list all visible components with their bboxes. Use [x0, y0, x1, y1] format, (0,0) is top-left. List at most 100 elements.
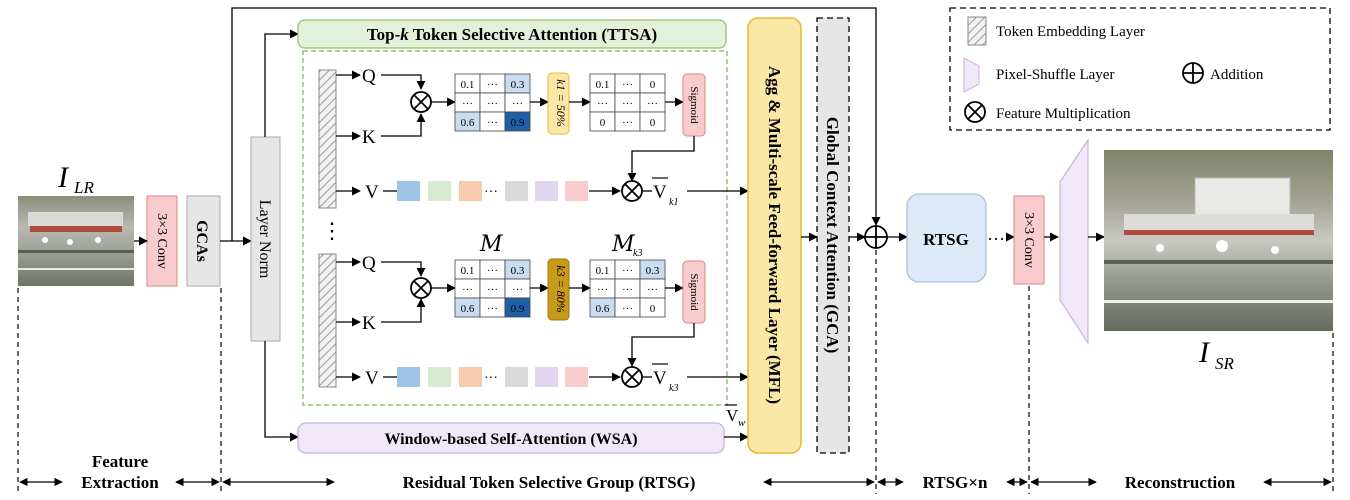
- matrix-cell-value: 0: [650, 303, 656, 315]
- matrix-cell-value: 0.9: [511, 117, 525, 129]
- matrix-cell-value: 0.6: [461, 117, 475, 129]
- matrix-cell-value: 0.6: [596, 303, 610, 315]
- matrix-cell: [504, 111, 531, 132]
- matrix-cell-value: 0: [650, 79, 656, 91]
- token-square: [565, 367, 588, 387]
- sigmoid-block-2: Sigmoid: [682, 260, 706, 324]
- svg-text:Layer Norm: Layer Norm: [256, 200, 273, 279]
- svg-text:M: M: [479, 232, 503, 257]
- svg-text:w: w: [738, 417, 746, 429]
- threshold-k1: k1 = 50%: [547, 72, 570, 135]
- gca-block: Global Context Attention (GCA): [816, 17, 850, 454]
- matrix-cell-value: 0: [600, 117, 606, 129]
- matrix-cell-value: ···: [622, 79, 633, 91]
- svg-text:⋮: ⋮: [321, 218, 343, 243]
- svg-text:Q: Q: [362, 66, 376, 87]
- svg-text:Reconstruction: Reconstruction: [1125, 473, 1236, 492]
- token-square: [535, 181, 558, 201]
- svg-text:K: K: [362, 127, 376, 148]
- svg-text:I: I: [57, 161, 70, 194]
- svg-text:V: V: [365, 182, 379, 203]
- svg-text:3×3 Conv: 3×3 Conv: [1021, 212, 1036, 268]
- sr-image: [1104, 150, 1333, 331]
- matrix-cell-value: 0.1: [596, 79, 610, 91]
- attention-matrix-full-2: 0.1···0.3·········0.6···0.9: [454, 259, 531, 318]
- matrix-cell-value: ···: [597, 98, 608, 110]
- svg-text:Extraction: Extraction: [81, 473, 159, 492]
- ttsa-branch-2: Q K V M 0.1···0.3·········0.6···0.9 k3 =…: [318, 232, 749, 394]
- ttsa-region: [302, 50, 728, 406]
- svg-text:k3: k3: [669, 383, 678, 394]
- token-square: [459, 181, 482, 201]
- conv-block-out: 3×3 Conv: [1013, 195, 1045, 285]
- matrix-cell-value: ···: [512, 284, 523, 296]
- token-square: [459, 367, 482, 387]
- svg-text:Agg & Multi-scale Feed-forward: Agg & Multi-scale Feed-forward Layer (MF…: [765, 66, 784, 404]
- svg-text:Feature Multiplication: Feature Multiplication: [996, 106, 1131, 122]
- gcas-block: GCAs: [186, 195, 221, 287]
- svg-text:V: V: [726, 406, 739, 425]
- svg-text:V: V: [653, 182, 667, 203]
- svg-text:V: V: [365, 368, 379, 389]
- vbar-k1-label: V k1: [652, 177, 678, 208]
- matrix-Mk3-label: M k3: [611, 232, 642, 259]
- svg-text:Pixel-Shuffle Layer: Pixel-Shuffle Layer: [996, 67, 1114, 83]
- token-square: [397, 367, 420, 387]
- matrix-cell-value: ···: [487, 303, 498, 315]
- attention-matrix-full-1: 0.1···0.3·········0.6···0.9: [454, 73, 531, 132]
- attention-matrix-masked-2: 0.1···0.3·········0.6···0: [589, 259, 666, 318]
- ttsa-header: Top-k Token Selective Attention (TTSA): [297, 19, 727, 49]
- matrix-cell-value: 0.3: [646, 265, 660, 277]
- matrix-cell-value: ···: [462, 284, 473, 296]
- svg-text:k3: k3: [633, 248, 642, 259]
- token-square: [505, 367, 528, 387]
- matrix-cell-value: ···: [487, 284, 498, 296]
- matrix-cell-value: ···: [622, 303, 633, 315]
- lr-image: [18, 196, 134, 286]
- token-square: [428, 367, 451, 387]
- svg-text:I: I: [1198, 336, 1211, 369]
- matrix-cell-value: ···: [622, 265, 633, 277]
- svg-text:SR: SR: [1215, 354, 1235, 373]
- svg-text:3×3 Conv: 3×3 Conv: [154, 213, 169, 269]
- svg-text:Addition: Addition: [1210, 67, 1264, 83]
- vbar-k3-label: V k3: [652, 363, 678, 394]
- addition-icon: [1182, 62, 1204, 84]
- vbar-w-label: V w: [725, 404, 746, 429]
- matrix-cell: [504, 297, 531, 318]
- svg-text:GCAs: GCAs: [193, 220, 210, 262]
- attention-matrix-masked-1: 0.1···0·········0···0: [589, 73, 666, 132]
- matrix-cell: [639, 111, 666, 132]
- token-square: [428, 181, 451, 201]
- matrix-cell-value: 0.1: [461, 79, 475, 91]
- mfl-block: Agg & Multi-scale Feed-forward Layer (MF…: [747, 17, 802, 454]
- matrix-cell-value: ···: [487, 98, 498, 110]
- svg-text:K: K: [362, 313, 376, 334]
- multiply-icon: [410, 277, 432, 299]
- matrix-cell-value: 0: [650, 117, 656, 129]
- svg-text:V: V: [653, 368, 667, 389]
- svg-text:k3 = 80%: k3 = 80%: [554, 265, 568, 312]
- matrix-cell-value: ···: [487, 117, 498, 129]
- svg-text:RTSG: RTSG: [923, 230, 969, 249]
- matrix-M-label: M: [479, 232, 503, 257]
- svg-text:Residual Token Selective Group: Residual Token Selective Group (RTSG): [403, 473, 696, 492]
- svg-text:Top-k Token Selective Attentio: Top-k Token Selective Attention (TTSA): [367, 25, 657, 44]
- matrix-cell-value: ···: [487, 79, 498, 91]
- svg-text:M: M: [611, 232, 635, 257]
- value-tokens-2: ···: [397, 367, 588, 387]
- matrix-cell-value: 0.9: [511, 303, 525, 315]
- svg-text:Sigmoid: Sigmoid: [688, 86, 700, 124]
- ttsa-branch-1: Q K V 0.1 ··· 0.3 ··· ··· ··· 0.6 ··· 0.9 k1 = 5…: [318, 66, 749, 209]
- svg-text:k1: k1: [669, 197, 678, 208]
- matrix-cell-value: 0.3: [511, 265, 525, 277]
- matrix-cell-value: ···: [512, 98, 523, 110]
- matrix-cell-value: 0.3: [511, 79, 525, 91]
- multiply-icon: [410, 91, 432, 113]
- matrix-cell: [639, 297, 666, 318]
- lr-label: I LR: [57, 161, 94, 197]
- token-square: [565, 181, 588, 201]
- multiply-icon: [621, 180, 643, 202]
- svg-text:k1 = 50%: k1 = 50%: [554, 79, 568, 126]
